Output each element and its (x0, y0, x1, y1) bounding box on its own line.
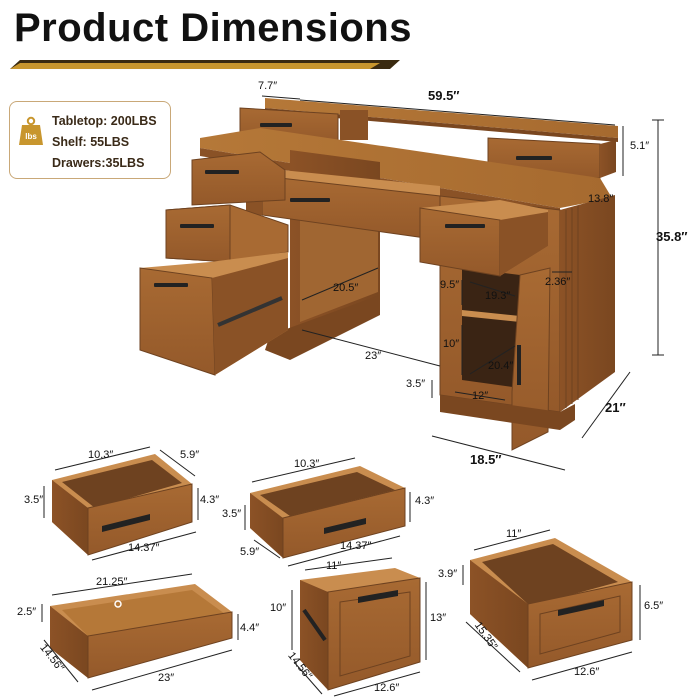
drawer1-front-label: 14.37″ (128, 542, 160, 554)
total-height-label: 35.8″ (656, 229, 688, 244)
drawer3-front-label: 23″ (158, 672, 175, 684)
desk (139, 95, 664, 471)
left-drawer-middle (165, 204, 289, 263)
drawer5-right-height-label: 6.5″ (644, 600, 664, 612)
desktop-surface (200, 128, 612, 208)
weight-icon-label: lbs (25, 132, 37, 141)
drawer4-width-label: 11″ (326, 560, 342, 572)
drawer3-width-label: 21.25″ (96, 576, 128, 588)
drawer3-right-height-label: 4.4″ (240, 622, 260, 634)
weight-capacity-box: lbs Tabletop: 200LBS Shelf: 55LBS Drawer… (9, 101, 171, 179)
cabinet-side-gap-label: 2.36″ (545, 276, 571, 288)
page-title: Product Dimensions (14, 6, 412, 50)
cabinet-shelf-height-label: 9.5″ (440, 279, 460, 291)
drawer2-front-label: 14.37″ (340, 540, 372, 552)
drawer5-width-label: 11″ (506, 528, 522, 540)
riser-depth-label: 13.8″ (588, 193, 614, 205)
cabinet-lower-height-label: 10″ (443, 338, 460, 350)
title-underline (10, 60, 400, 69)
desk-width-label: 59.5″ (428, 88, 460, 103)
left-drawer-file (139, 252, 288, 376)
cabinet-lower-depth-label: 20.4″ (488, 360, 514, 372)
riser-drawer-width-label: 7.7″ (258, 80, 278, 92)
drawer4-left-height-label: 10″ (270, 602, 287, 614)
riser-top (265, 98, 618, 138)
drawer1-depth-label: 5.9″ (180, 449, 200, 461)
drawer-detail-1 (43, 446, 199, 561)
desk-depth-label: 21″ (605, 400, 626, 415)
drawer1-right-height-label: 4.3″ (200, 494, 220, 506)
cabinet-inner-width-label: 12″ (472, 390, 489, 402)
weight-icon: lbs (19, 116, 43, 145)
drawer2-depth-label: 5.9″ (240, 546, 260, 558)
drawers-capacity: Drawers:35LBS (52, 156, 145, 170)
left-drawer-top (191, 151, 286, 206)
drawer2-left-height-label: 3.5″ (222, 508, 242, 520)
drawer5-front-label: 12.6″ (574, 666, 600, 678)
shelf-capacity: Shelf: 55LBS (52, 135, 130, 149)
plinth-height-label: 3.5″ (406, 378, 426, 390)
drawer-detail-5 (462, 529, 641, 681)
drawer1-left-height-label: 3.5″ (24, 494, 44, 506)
cabinet-width-label: 18.5″ (470, 452, 502, 467)
cabinet-shelf-depth-label: 19.3″ (485, 290, 511, 302)
tabletop-capacity: Tabletop: 200LBS (52, 114, 157, 128)
drawer2-right-height-label: 4.3″ (415, 495, 435, 507)
drawer5-left-height-label: 3.9″ (438, 568, 458, 580)
drawer2-width-label: 10.3″ (294, 458, 320, 470)
right-drawer (419, 200, 548, 277)
drawer4-front-label: 12.6″ (374, 682, 400, 694)
knee-depth-label: 20.5″ (333, 282, 359, 294)
knee-width-label: 23″ (365, 350, 382, 362)
drawer-detail-4 (291, 557, 427, 697)
drawer4-right-height-label: 13″ (430, 612, 447, 624)
drawer3-left-height-label: 2.5″ (17, 606, 37, 618)
riser-height-label: 5.1″ (630, 140, 650, 152)
drawer-detail-2 (244, 457, 411, 567)
drawer-detail-3 (41, 573, 239, 691)
drawer1-width-label: 10.3″ (88, 449, 114, 461)
